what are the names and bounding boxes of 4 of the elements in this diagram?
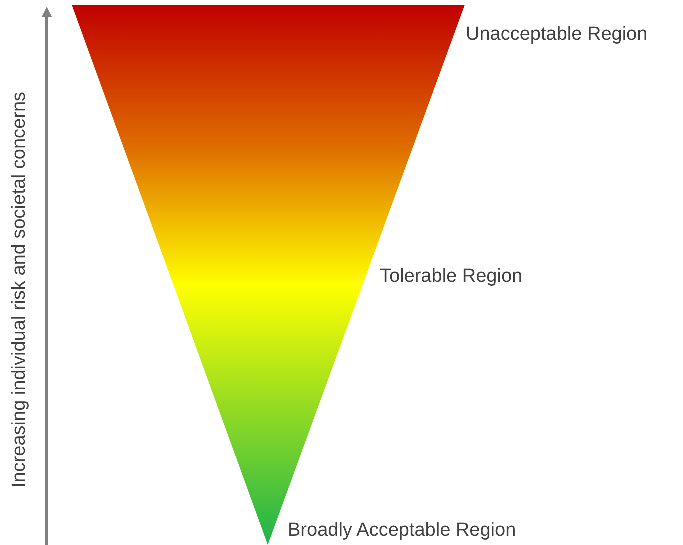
axis-label: Increasing individual risk and societal concerns [9,92,32,488]
region-label: Unacceptable Region [466,24,648,46]
region-label: Broadly Acceptable Region [288,520,516,542]
region-label: Tolerable Region [380,266,523,288]
